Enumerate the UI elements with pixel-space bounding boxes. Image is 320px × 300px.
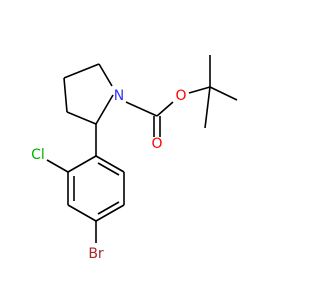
bromine-label: Br xyxy=(88,246,104,262)
bond-c2-c3 xyxy=(66,111,97,125)
ester-oxygen-label: O xyxy=(175,88,186,104)
bond-ar-c4-c5 xyxy=(95,204,125,222)
bond-aryl-cl xyxy=(46,159,69,173)
bond-ester-o-tbu-c xyxy=(188,86,211,94)
chlorine-label: Cl xyxy=(31,147,45,163)
bond-carbonyl-c-ester-o xyxy=(156,101,174,117)
bond-tbu-methyl-right xyxy=(209,86,238,101)
bond-tbu-methyl-bottom xyxy=(204,86,211,129)
molecule-canvas: N O O Cl Br xyxy=(31,55,238,262)
bond-ar-inner-c4-c5 xyxy=(97,201,120,215)
structure-drawing: N O O Cl Br xyxy=(31,55,238,262)
bond-c5-n xyxy=(98,63,113,87)
nitrogen-label: N xyxy=(114,88,124,104)
bond-c3-c4 xyxy=(63,77,68,113)
carbonyl-oxygen-label: O xyxy=(151,136,162,152)
bond-ar-c1-c2 xyxy=(67,155,97,173)
bond-ar-c6-c1 xyxy=(95,155,125,173)
bond-n-c2 xyxy=(95,94,114,125)
bond-ar-c3-c4 xyxy=(67,204,97,222)
bond-n-carbonyl-c xyxy=(125,101,158,117)
bond-c4-c5 xyxy=(63,63,100,79)
bond-ar-inner-c6-c1 xyxy=(97,162,120,176)
